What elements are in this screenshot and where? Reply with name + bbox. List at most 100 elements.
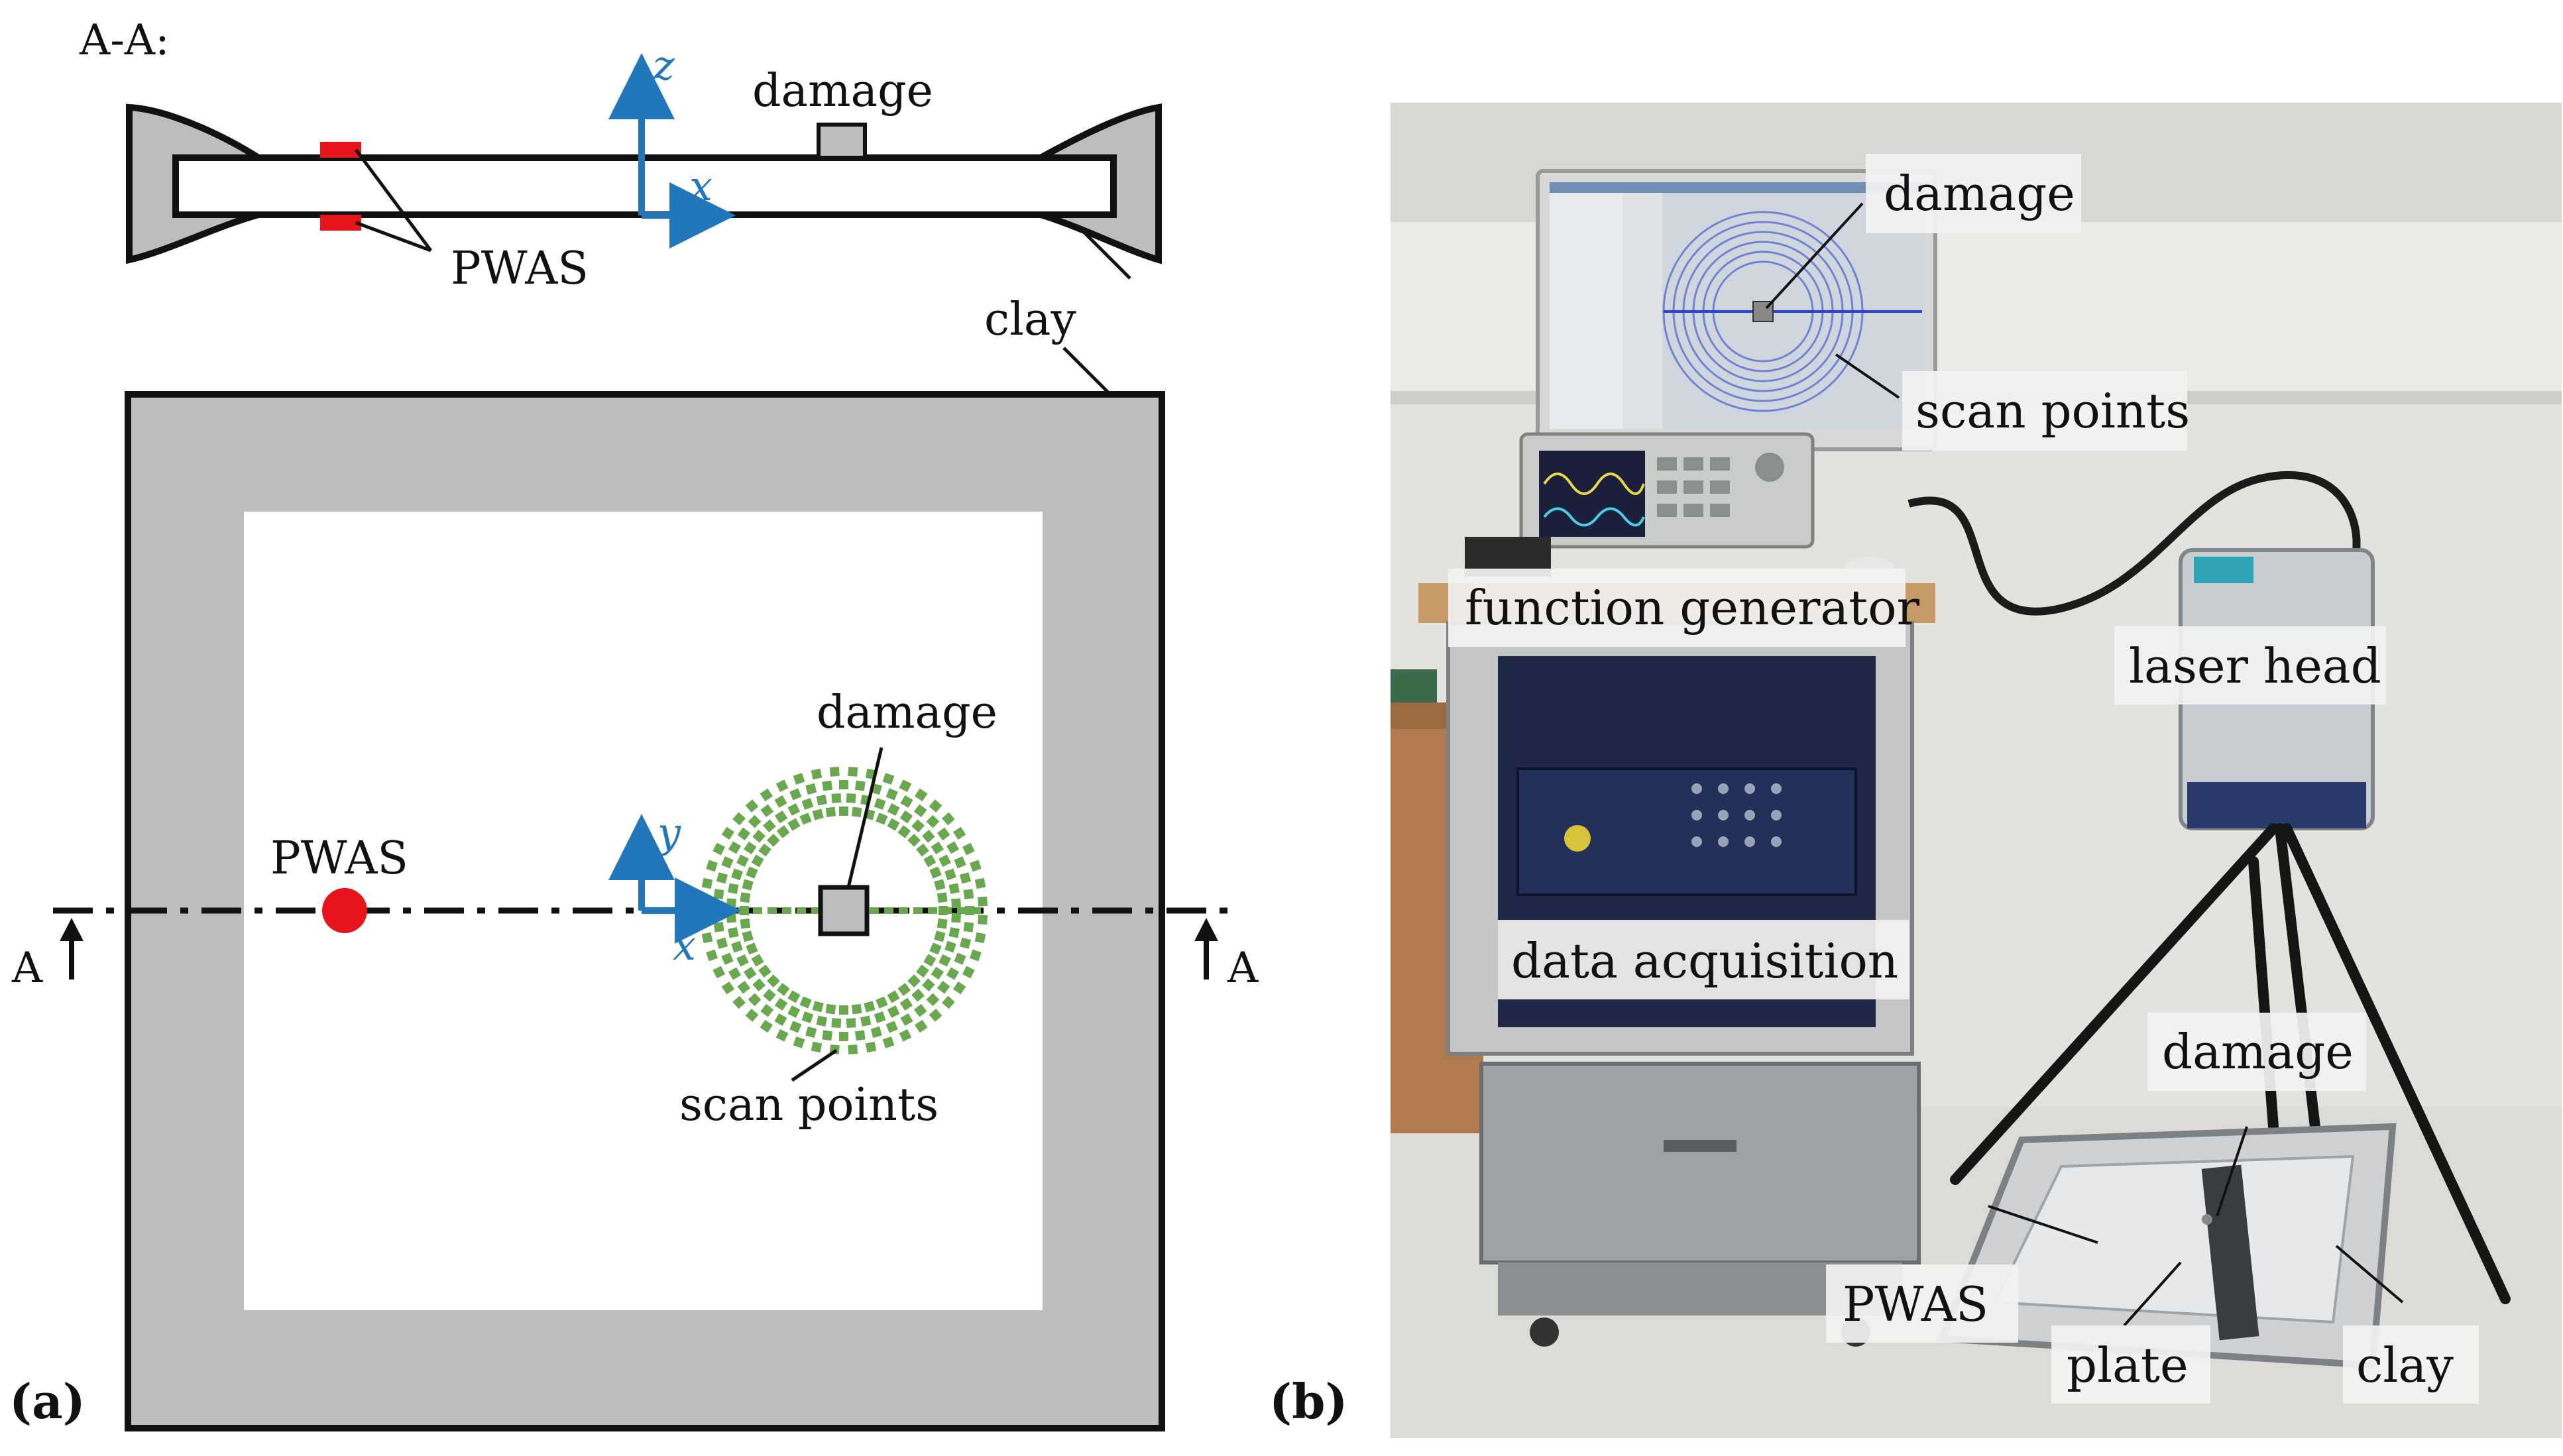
scan-point [839,1005,848,1015]
scan-point [913,804,927,818]
tag-laser-head [2114,626,2386,704]
scan-point [951,913,962,923]
scan-point [728,967,742,980]
scan-point [848,1044,858,1055]
scan-point [937,980,950,994]
section-view: A-A: damage PWAS clay z x [79,16,1162,416]
section-pwas-leader-2 [355,221,431,252]
scan-point [776,983,790,996]
scan-point [731,868,743,881]
scan-point [831,1018,842,1029]
scan-point [721,856,734,869]
scan-label: scan points [679,1079,939,1131]
panel-a: A-A: damage PWAS clay z x [9,16,1259,1431]
tag-pwas [1826,1264,2018,1343]
tag-function-generator [1448,569,1906,647]
scan-point [928,907,937,914]
scan-point [736,954,749,967]
scan-point [825,1003,836,1015]
scan-point [797,907,806,914]
scan-point [934,879,946,891]
scan-point [963,889,974,900]
scan-point [882,1036,895,1048]
scan-point [745,799,759,812]
laser-cable [1908,471,2361,616]
daq-connectors [1691,783,1782,847]
scan-point [752,978,766,991]
scan-point [768,907,777,914]
scan-point [709,907,718,914]
scan-point [753,907,762,914]
scan-point [899,1029,912,1042]
section-arrowhead-left [60,918,84,941]
tag-damage-plate [2147,1013,2366,1091]
scan-point [787,803,801,816]
scan-point [851,807,862,818]
section-mark-right: A [1227,944,1259,993]
scan-point [706,860,718,872]
scan-point [911,988,925,1002]
scan-point [846,793,856,803]
scan-point [752,830,766,843]
scan-point [885,788,898,801]
fg-buttons [1657,453,1784,517]
scan-point [937,918,948,929]
scan-point [970,949,982,962]
scan-point [811,1041,823,1053]
scan-point [712,842,726,856]
scan-point [972,907,981,914]
scan-point [726,898,736,909]
scan-point [884,907,893,914]
scan-point [758,843,771,857]
scan-point [860,1015,872,1027]
tag-damage-screen [1866,154,2081,233]
scan-point [774,795,787,809]
scan-point [921,830,935,843]
scan-point [954,952,966,965]
photo-damage-mark [2202,1214,2212,1225]
scan-point [789,788,802,801]
scan-point [801,1011,814,1023]
scan-point [865,1041,877,1053]
scan-point [745,1009,759,1022]
section-arrowhead-right [1194,918,1218,941]
scan-point [899,997,913,1011]
scan-point [811,768,823,780]
tag-scan-points [1902,371,2187,451]
scan-point [942,907,952,914]
section-pwas-top [320,142,361,158]
scan-point [899,779,912,793]
scan-point [846,1018,856,1029]
top-view: A A PWAS damage scan points y x [11,391,1259,1431]
scan-point [701,932,713,944]
top-x-label: x [673,921,696,970]
scan-point [793,773,805,785]
top-y-label: y [655,809,681,857]
panel-b-label: (b) [1269,1373,1347,1429]
scan-point [944,940,956,953]
damage-label: damage [817,687,997,739]
scan-point [825,807,836,818]
scan-point [731,940,743,953]
scan-point [974,877,986,889]
scan-point [801,798,814,810]
scan-point [713,889,724,900]
scan-point [934,930,946,942]
scan-point [738,907,748,914]
scan-point [899,907,908,914]
label-damage-plate: damage [2162,1024,2354,1080]
scan-point [822,780,833,791]
scan-point [839,780,848,789]
scan-point [763,988,776,1002]
scan-point [799,996,812,1009]
photo-labels: damage scan points function generator la… [1448,154,2479,1404]
scan-point [942,812,955,826]
drawer [1479,1062,1921,1264]
scan-point [887,803,900,816]
scan-point [776,825,790,838]
scan-point [907,834,921,847]
scan-point [929,866,942,879]
scan-point [732,995,746,1009]
label-clay: clay [2356,1337,2454,1393]
scan-point [758,964,771,978]
